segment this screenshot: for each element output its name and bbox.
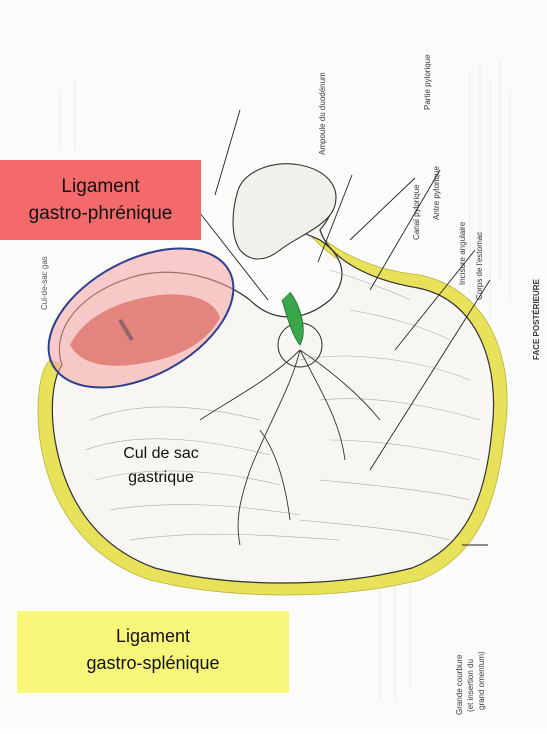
- label-partie-pylorique: Partie pylorique: [423, 54, 432, 110]
- callout-ligament-gastro-splenique: Ligament gastro-splénique: [17, 611, 289, 693]
- label-antre-pylorique: Antre pylorique: [432, 166, 441, 220]
- label-incisure: Incisure angulaire: [458, 222, 467, 285]
- label-grande-courbure-3: grand omentum): [477, 651, 486, 710]
- callout-gs-line2: gastro-splénique: [17, 650, 289, 677]
- callout-gp-line2: gastro-phrénique: [0, 200, 201, 227]
- cds-line1: Cul de sac: [96, 442, 226, 466]
- cds-line2: gastrique: [96, 466, 226, 490]
- callout-gs-line1: Ligament: [17, 623, 289, 650]
- label-grande-courbure-2: (et insertion du: [466, 659, 475, 712]
- callout-ligament-gastro-phrenique: Ligament gastro-phrénique: [0, 160, 201, 240]
- label-cul-de-sac: Cul-de-sac gas: [40, 256, 49, 310]
- label-ampoule: Ampoule du duodénum: [318, 72, 327, 155]
- label-canal-pylorique: Canal pylorique: [412, 184, 421, 240]
- label-face-posterieure: FACE POSTÉRIEURE: [532, 279, 541, 360]
- cul-de-sac-gastrique-label: Cul de sac gastrique: [96, 442, 226, 490]
- label-corps: Corps de l'estomac: [475, 232, 484, 300]
- callout-gp-line1: Ligament: [0, 173, 201, 200]
- label-grande-courbure-1: Grande courbure: [455, 655, 464, 715]
